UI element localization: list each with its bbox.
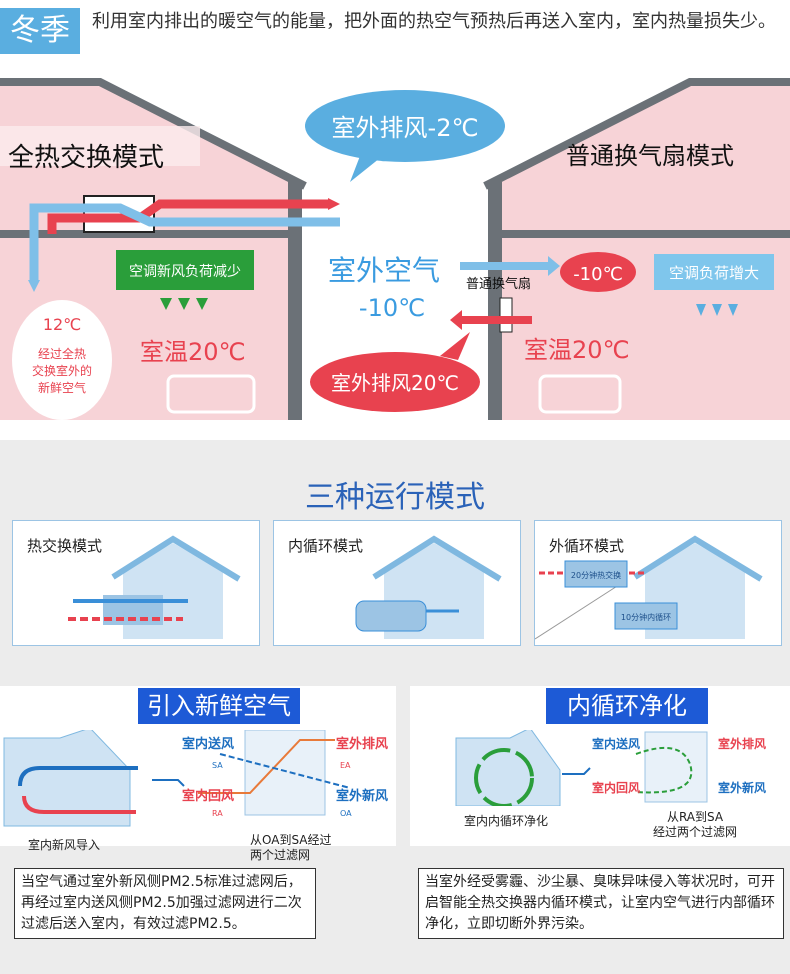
left-room-temp: 室温20℃ <box>140 338 246 366</box>
inner-circulation-note: 当室外经受雾霾、沙尘暴、臭味异味侵入等状况时，可开启智能全热交换器内循环模式，让… <box>418 868 784 939</box>
fresh-air-diagram: 室内送风 室内回风 室外排风 室外新风 SA RA EA OA <box>3 730 388 827</box>
mode-card-inner-circulation: 内循环模式 <box>273 520 521 646</box>
fresh-desc-2: 交换室外的 <box>32 363 92 378</box>
season-badge: 冬季 <box>0 8 80 54</box>
bottom-bubble-text: 室外排风20℃ <box>331 371 459 395</box>
right-mode-title: 普通换气扇模式 <box>566 142 734 170</box>
mode-label: 外循环模式 <box>549 537 625 555</box>
oa-label: 室外新风 <box>718 780 766 795</box>
top-bubble <box>305 90 505 162</box>
mode-label: 内循环模式 <box>288 537 364 555</box>
outdoor-air-label: 室外空气 <box>328 254 440 287</box>
ea-label: 室外排风 <box>718 736 766 751</box>
unit-top-label: 20分钟热交换 <box>571 570 621 580</box>
fan-label: 普通换气扇 <box>466 276 531 292</box>
sa-port-icon: SA <box>212 761 223 770</box>
ra-port-icon: RA <box>212 809 223 818</box>
fresh-air-arrow <box>29 203 340 280</box>
inner-house-caption: 室内内循环净化 <box>464 814 549 828</box>
modes-title: 三种运行模式 <box>305 480 485 515</box>
inner-circulation-diagram: 室内送风 室内回风 室外排风 室外新风 <box>455 730 766 806</box>
house-icon <box>355 535 502 639</box>
ra-label: 室内回风 <box>182 788 234 804</box>
mode-label: 热交换模式 <box>27 537 103 555</box>
inner-circulation-title: 内循环净化 <box>546 688 708 724</box>
mode-card-heat-exchange: 热交换模式 <box>12 520 260 646</box>
fresh-desc-1: 经过全热 <box>38 346 86 361</box>
right-temp-badge: -10℃ <box>573 264 623 285</box>
sofa-icon <box>538 374 622 414</box>
fresh-air-note: 当空气通过室外新风侧PM2.5标准过滤网后，再经过室内送风侧PM2.5加强过滤网… <box>14 868 316 939</box>
house-icon: 20分钟热交换 10分钟内循环 <box>534 535 763 640</box>
outdoor-temp: -10℃ <box>359 294 425 322</box>
unit-caption-2: 经过两个过滤网 <box>652 825 737 839</box>
house-icon <box>68 535 241 639</box>
oa-port-icon: OA <box>340 809 352 818</box>
down-arrows-icon <box>160 298 208 310</box>
fresh-air-title: 引入新鲜空气 <box>138 688 300 724</box>
winter-diagram: 全热交换模式 普通换气扇模式 空调新风负荷减少 室温20℃ 12℃ 经过全热 交… <box>0 78 790 420</box>
ea-port-icon: EA <box>340 761 351 770</box>
sa-label: 室内送风 <box>182 736 234 752</box>
fresh-temp: 12℃ <box>43 315 81 334</box>
ra-label: 室内回风 <box>592 780 640 795</box>
down-arrows-icon <box>696 304 738 316</box>
intro-text: 利用室内排出的暖空气的能量，把外面的热空气预热后再送入室内，室内热量损失少。 <box>92 11 776 32</box>
sofa-icon <box>166 374 256 414</box>
left-load-label: 空调新风负荷减少 <box>129 264 241 280</box>
sa-label: 室内送风 <box>592 736 640 751</box>
unit-bottom-label: 10分钟内循环 <box>621 612 671 622</box>
right-room-temp: 室温20℃ <box>524 336 630 364</box>
unit-caption-2: 两个过滤网 <box>250 848 311 862</box>
right-load-label: 空调负荷增大 <box>669 264 759 282</box>
unit-caption-1: 从OA到SA经过 <box>250 833 332 847</box>
fan-icon <box>499 297 513 333</box>
top-bubble-text: 室外排风-2℃ <box>332 114 479 142</box>
right-house <box>495 82 790 420</box>
ea-label: 室外排风 <box>336 736 388 752</box>
oa-label: 室外新风 <box>336 788 388 804</box>
fresh-desc-3: 新鲜空气 <box>38 380 86 395</box>
bottom-bubble <box>310 352 480 412</box>
mode-card-outer-circulation: 外循环模式 20分钟热交换 10分钟内循环 <box>534 520 782 646</box>
fresh-air-house-caption: 室内新风导入 <box>28 838 101 852</box>
unit-caption-1: 从RA到SA <box>666 810 724 824</box>
left-mode-title: 全热交换模式 <box>8 143 164 173</box>
